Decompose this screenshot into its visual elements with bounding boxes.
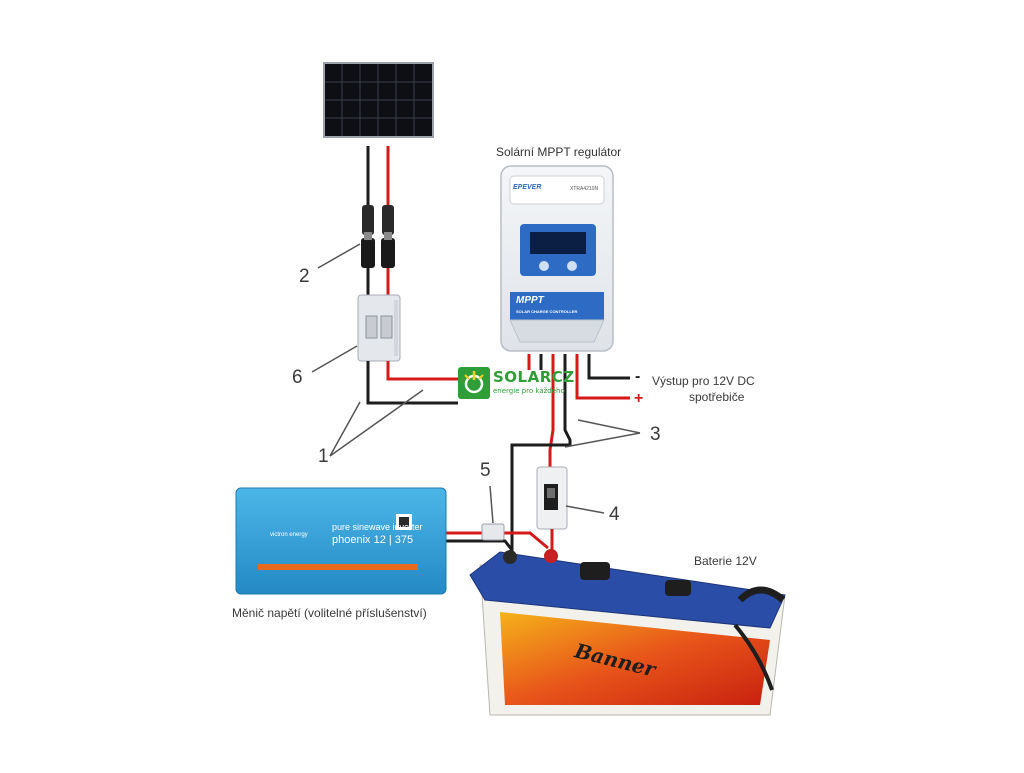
output-subtitle: spotřebiče [689, 390, 745, 404]
callout-3: 3 [650, 424, 661, 445]
battery-label: Baterie 12V [694, 554, 757, 568]
output-title: Výstup pro 12V DC [652, 374, 755, 388]
inverter-label: Měnič napětí (volitelné příslušenství) [232, 606, 427, 620]
controller-title: Solární MPPT regulátor [496, 145, 622, 159]
callout-4: 4 [609, 504, 620, 525]
inverter-line1: pure sinewave inverter [332, 522, 423, 532]
fuse-holder-icon [481, 523, 505, 541]
inverter-line2: phoenix 12 | 375 [332, 534, 414, 546]
callout-5: 5 [480, 460, 491, 481]
controller-model: XTRA4210N [570, 186, 599, 192]
panel-wires [366, 146, 390, 296]
callout-6: 6 [292, 367, 303, 388]
battery [469, 549, 786, 716]
controller-terminal-wires [510, 354, 630, 540]
inverter [235, 487, 447, 595]
logo-tagline: energie pro každého [493, 387, 565, 395]
mc4-connector-icon [361, 205, 395, 268]
output-minus-symbol: - [635, 368, 641, 385]
callout-leaders [311, 243, 641, 524]
callout-2: 2 [299, 266, 310, 287]
mppt-controller [500, 165, 614, 352]
controller-mppt: MPPT [516, 295, 544, 306]
solarcz-logo: SOLARCZ energie pro každého [458, 367, 574, 401]
pv-wires-to-controller [366, 361, 458, 405]
dc-breaker-icon [536, 466, 568, 530]
output-plus-symbol: + [634, 390, 644, 407]
callout-1: 1 [318, 446, 329, 467]
logo-name: SOLARCZ [493, 368, 575, 386]
solar-panel-icon [323, 62, 434, 138]
controller-subtitle: SOLAR CHARGE CONTROLLER [516, 309, 578, 314]
logo-mark-icon [458, 367, 490, 399]
inverter-brand: victron energy [270, 532, 308, 538]
circuit-breaker-icon [357, 294, 401, 362]
controller-brand: EPEVER [513, 184, 542, 191]
